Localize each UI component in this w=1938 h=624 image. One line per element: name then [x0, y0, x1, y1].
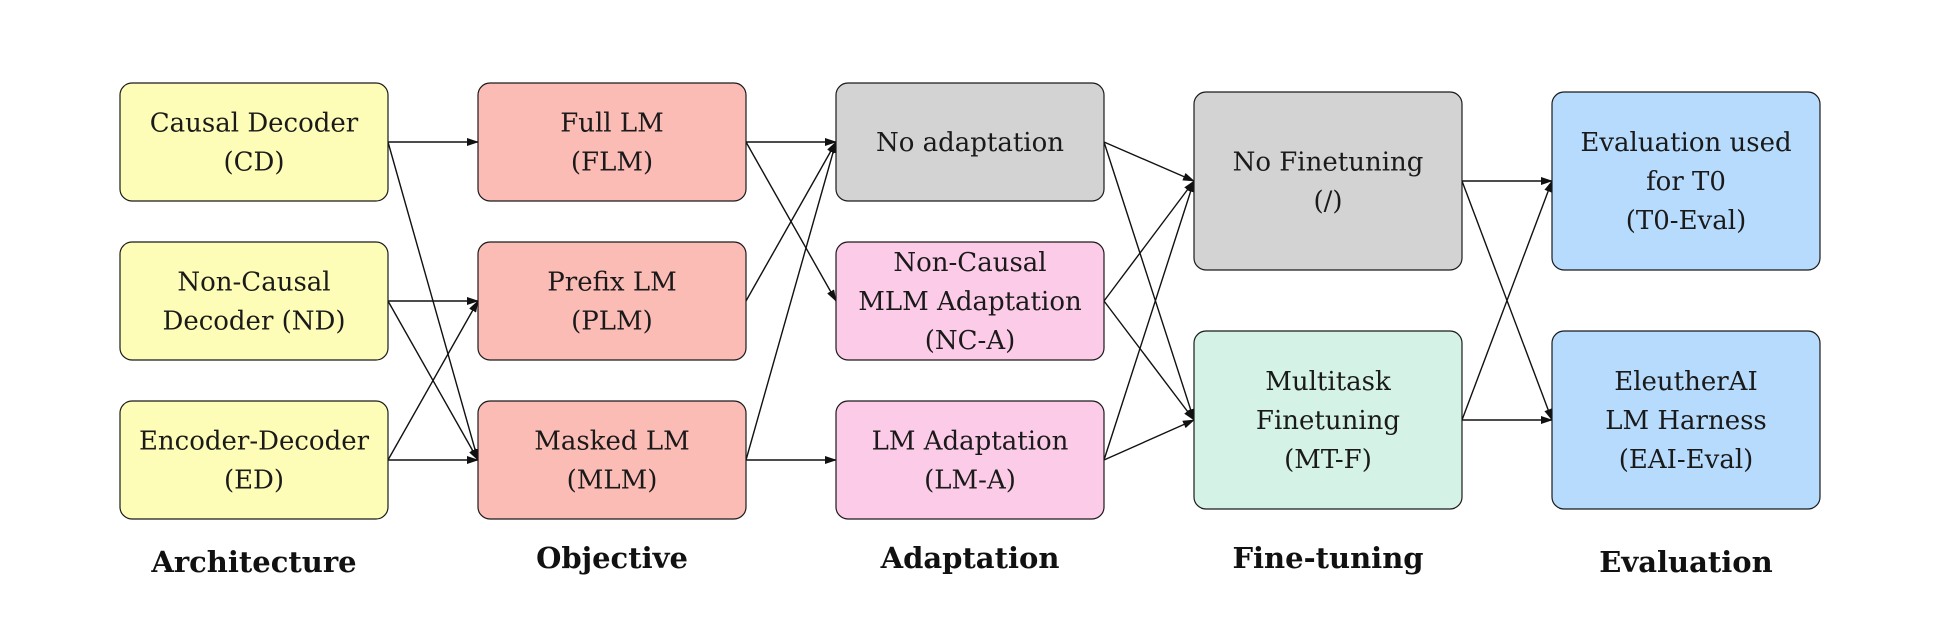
- node-box: [1193, 330, 1463, 510]
- node-box: [835, 82, 1105, 202]
- column-labels: Architecture Objective Adaptation Fine-tuni…: [150, 541, 1772, 579]
- column-label-adaptation: Adaptation: [880, 541, 1060, 575]
- node-label-line: Masked LM: [534, 427, 689, 457]
- column-label-architecture: Architecture: [150, 545, 356, 579]
- node-label-line: (CD): [223, 148, 284, 178]
- edge-noad-to-noft: [1103, 141, 1195, 182]
- node-box: [1193, 91, 1463, 271]
- node-flm: Full LM (FLM): [477, 82, 747, 202]
- node-box: [477, 400, 747, 520]
- edge-ed-to-plm: [387, 300, 479, 461]
- edge-lma-to-noft: [1103, 180, 1195, 461]
- node-box: [119, 400, 389, 520]
- node-label-line: No adaptation: [876, 128, 1064, 158]
- column-label-evaluation: Evaluation: [1599, 545, 1772, 579]
- edges: [387, 138, 1553, 464]
- node-label-line: (FLM): [571, 148, 653, 178]
- node-label-line: (ED): [224, 466, 284, 496]
- edge-nca-to-noft: [1103, 180, 1195, 302]
- node-label-line: Causal Decoder: [150, 109, 359, 139]
- column-label-objective: Objective: [536, 541, 688, 575]
- node-t0: Evaluation used for T0 (T0-Eval): [1551, 91, 1821, 271]
- edge-nca-to-mtf: [1103, 300, 1195, 421]
- node-label-line: EleutherAI: [1614, 367, 1757, 397]
- node-label-line: (NC-A): [925, 326, 1016, 356]
- node-label-line: (EAI-Eval): [1619, 445, 1754, 475]
- node-label-line: (MLM): [567, 466, 658, 496]
- node-mlm: Masked LM (MLM): [477, 400, 747, 520]
- node-box: [1551, 330, 1821, 510]
- node-label-line: (MT-F): [1284, 445, 1372, 475]
- node-label-line: for T0: [1646, 167, 1726, 197]
- node-box: [477, 82, 747, 202]
- node-label-line: Evaluation used: [1580, 128, 1791, 158]
- edge-noad-to-mtf: [1103, 141, 1195, 421]
- node-label-line: Multitask: [1265, 367, 1391, 397]
- node-plm: Prefix LM (PLM): [477, 241, 747, 361]
- node-label-line: MLM Adaptation: [858, 287, 1082, 317]
- node-box: [1551, 91, 1821, 271]
- node-label-line: Non-Causal: [893, 248, 1046, 278]
- node-lma: LM Adaptation (LM-A): [835, 400, 1105, 520]
- node-box: [119, 82, 389, 202]
- node-label-line: (PLM): [571, 307, 653, 337]
- node-noad: No adaptation: [835, 82, 1105, 202]
- node-label-line: Finetuning: [1256, 406, 1400, 436]
- edge-plm-to-noad: [745, 141, 837, 302]
- node-label-line: (/): [1313, 187, 1342, 217]
- node-ed: Encoder-Decoder (ED): [119, 400, 389, 520]
- node-box: [835, 400, 1105, 520]
- node-label-line: (T0-Eval): [1626, 206, 1746, 236]
- node-label-line: LM Adaptation: [872, 427, 1069, 457]
- node-noft: No Finetuning (/): [1193, 91, 1463, 271]
- node-label-line: Encoder-Decoder: [139, 427, 370, 457]
- edge-mtf-to-t0: [1461, 180, 1553, 421]
- node-label-line: (LM-A): [924, 466, 1016, 496]
- node-label-line: LM Harness: [1605, 406, 1767, 436]
- node-label-line: Decoder (ND): [162, 307, 345, 337]
- node-box: [119, 241, 389, 361]
- node-box: [477, 241, 747, 361]
- edge-lma-to-mtf: [1103, 419, 1195, 461]
- node-label-line: Full LM: [560, 109, 664, 139]
- node-label-line: Prefix LM: [547, 268, 676, 298]
- node-label-line: Non-Causal: [177, 268, 330, 298]
- node-cd: Causal Decoder (CD): [119, 82, 389, 202]
- node-box: [835, 241, 1105, 361]
- node-eai: EleutherAI LM Harness (EAI-Eval): [1551, 330, 1821, 510]
- edge-mlm-to-noad: [745, 141, 837, 461]
- node-label-line: No Finetuning: [1233, 148, 1424, 178]
- column-label-finetuning: Fine-tuning: [1232, 541, 1423, 575]
